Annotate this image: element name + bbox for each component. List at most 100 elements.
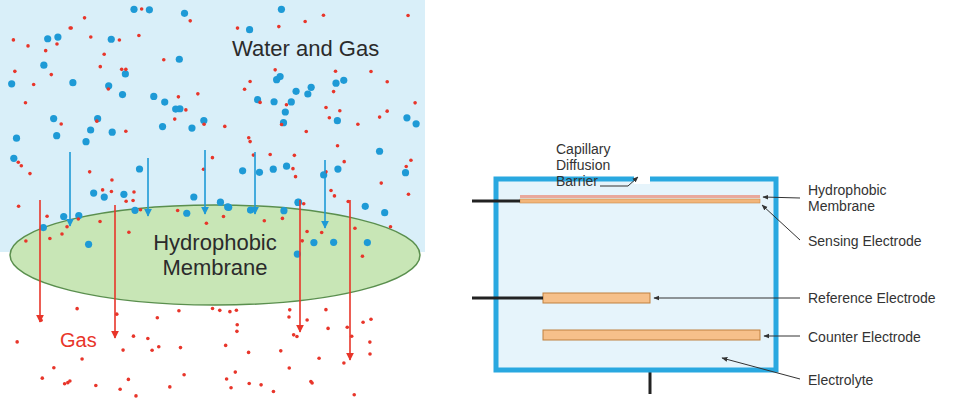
molecule-dot [228,310,232,314]
molecule-dot [177,309,181,313]
molecule-dot [63,382,67,386]
molecule-dot [356,122,360,126]
molecule-dot [378,115,382,119]
part-label: Capillary Diffusion Barrier [556,141,630,189]
molecule-dot [332,90,336,94]
molecule-dot [45,214,49,218]
molecule-dot [107,87,111,91]
molecule-dot [211,307,215,311]
molecule-dot [205,221,209,225]
molecule-dot [157,345,161,349]
molecule-dot [202,122,206,126]
molecule-dot [54,33,61,40]
molecule-dot [13,70,17,74]
water-region-box: Water and Gas [0,0,425,252]
molecule-dot [338,109,342,113]
molecule-dot [109,129,116,136]
molecule-dot [263,219,267,223]
molecule-dot [258,101,262,105]
leader-line [764,336,800,337]
part-label: Reference Electrode [808,290,936,306]
molecule-dot [303,20,307,24]
molecule-dot [233,370,237,374]
node-text: Hydrophobic Membrane [140,230,290,281]
part-label: Electrolyte [808,372,873,388]
molecule-dot [280,123,284,127]
molecule-dot [225,377,229,381]
molecule-dot [17,204,21,208]
molecule-dot [82,138,89,145]
molecule-dot [304,90,311,97]
molecule-dot [248,140,252,144]
molecule-dot [291,167,295,171]
molecule-dot [183,210,190,217]
molecule-dot [24,239,28,243]
molecule-dot [236,26,240,30]
membrane-ellipse-box: Hydrophobic Membrane [10,205,420,305]
leader-line [600,177,638,186]
molecule-dot [218,309,222,313]
molecule-dot [225,204,232,211]
molecule-dot [403,114,410,121]
molecule-dot [98,220,102,224]
molecule-dot [320,231,324,235]
molecule-dot [68,26,72,30]
molecule-dot [362,203,369,210]
molecule-dot [324,106,328,110]
sensor-housing [496,179,776,370]
flow-arrow [204,150,206,214]
molecule-dot [184,108,188,112]
molecule-dot [281,217,285,221]
molecule-dot [295,335,299,339]
molecule-dot [52,366,56,370]
molecule-dot [222,215,226,219]
molecule-dot [172,106,179,113]
molecule-dot [40,62,47,69]
molecule-dot [190,193,197,200]
molecule-dot [413,120,420,127]
part-label: Sensing Electrode [808,233,922,249]
molecule-dot [308,84,315,91]
molecule-dot [278,6,285,13]
flow-arrow [299,200,301,332]
molecule-dot [243,87,247,91]
molecule-dot [15,340,19,344]
molecule-dot [32,83,36,87]
molecule-dot [182,373,186,377]
molecule-dot [110,190,114,194]
molecule-dot [121,348,125,352]
molecule-dot [342,361,346,365]
molecule-dot [44,49,48,53]
molecule-dot [137,34,141,38]
molecule-dot [376,148,383,155]
molecule-dot [130,6,137,13]
molecule-dot [87,126,94,133]
molecule-dot [285,103,289,107]
molecule-dot [247,382,251,386]
leader-line [722,358,800,379]
molecule-dot [44,35,51,42]
molecule-dot [60,232,64,236]
molecule-dot [340,77,347,84]
molecule-dot [146,337,150,341]
molecule-dot [329,189,333,193]
molecule-dot [101,193,108,200]
molecule-dot [283,163,290,170]
sensor-schematic [472,174,800,394]
molecule-dot [282,108,289,115]
molecule-dot [211,156,215,160]
molecule-dot [131,207,138,214]
hydrophobic-membrane [520,195,760,198]
molecule-dot [280,207,287,214]
node-text: Water and Gas [232,36,379,62]
molecule-dots [8,6,420,398]
molecule-dot [353,226,357,230]
flow-arrow [147,158,149,216]
molecule-dot [168,385,172,389]
molecule-dot [229,386,233,390]
molecule-dot [150,93,157,100]
molecule-dot [118,38,122,42]
molecule-dot [287,366,291,370]
molecule-dot [385,109,389,113]
molecule-dot [368,352,372,356]
